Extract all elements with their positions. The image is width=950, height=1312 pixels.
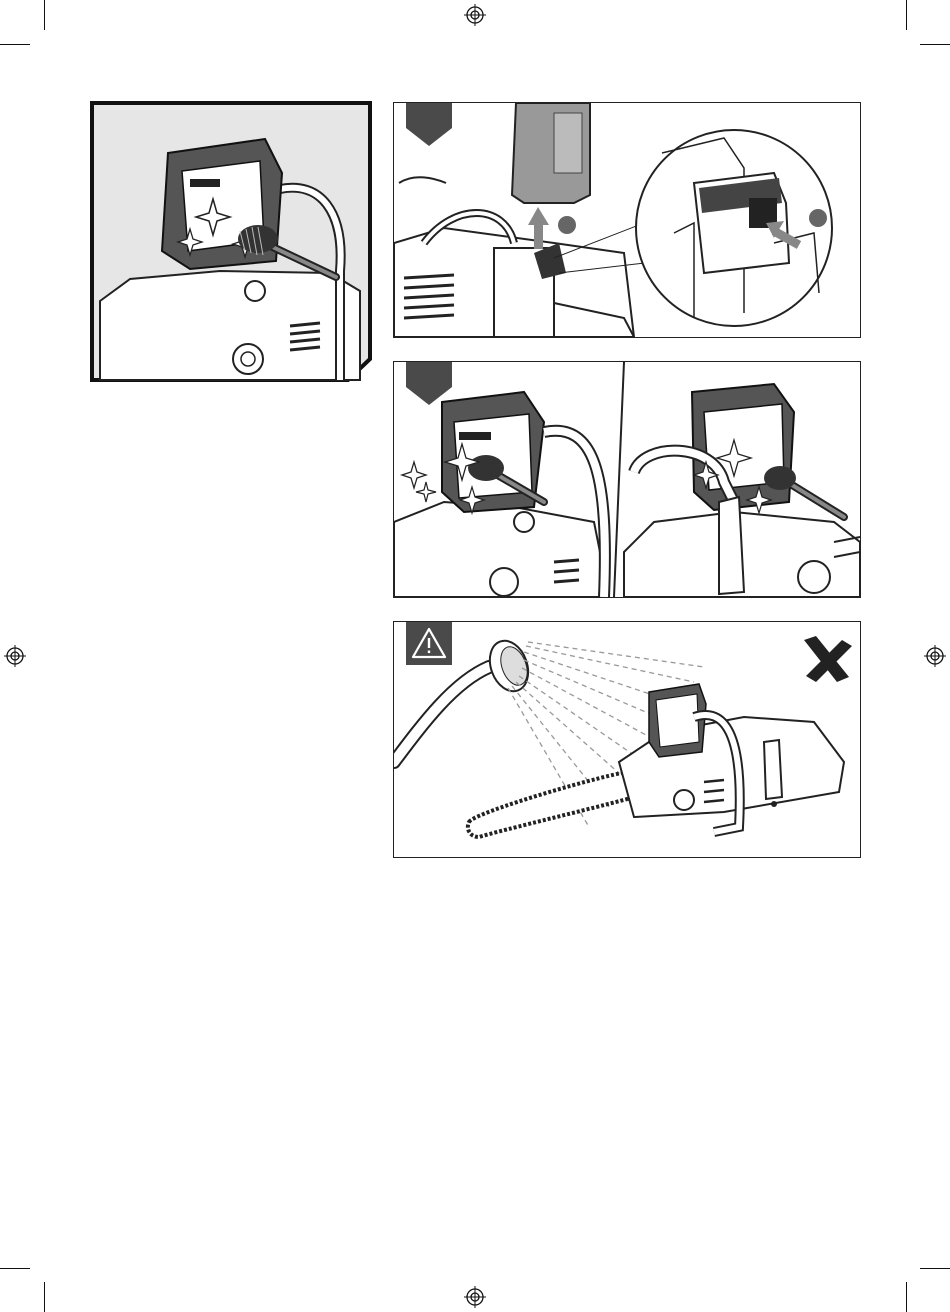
crop-mark	[906, 0, 907, 30]
step-marker-icon	[809, 209, 827, 227]
registration-mark-icon	[464, 1286, 486, 1308]
crop-mark	[920, 44, 950, 45]
chainsaw-icon	[90, 101, 372, 382]
step-remove-battery	[393, 102, 861, 338]
step-clean-with-brush	[393, 361, 861, 598]
chainsaw-icon	[468, 684, 844, 837]
step-badge-icon	[406, 102, 452, 146]
crop-mark	[0, 1268, 30, 1269]
inset-cleaning-detail	[90, 101, 372, 382]
battery-icon	[512, 103, 590, 203]
step-badge-icon	[406, 361, 452, 405]
magnifier-circle-icon	[636, 130, 832, 326]
crop-mark	[44, 1282, 45, 1312]
registration-mark-icon	[924, 645, 946, 667]
registration-mark-icon	[4, 645, 26, 667]
prohibited-cross-icon	[804, 636, 852, 682]
chainsaw-icon	[624, 384, 860, 597]
warning-triangle-icon	[406, 621, 452, 665]
crop-mark	[44, 0, 45, 30]
registration-mark-icon	[464, 4, 486, 26]
warning-no-water-spray	[393, 621, 861, 858]
step-marker-icon	[558, 216, 576, 234]
sparkle-icon	[402, 462, 426, 488]
crop-mark	[0, 44, 30, 45]
crop-mark	[920, 1268, 950, 1269]
crop-mark	[906, 1282, 907, 1312]
chainsaw-icon	[394, 177, 634, 337]
